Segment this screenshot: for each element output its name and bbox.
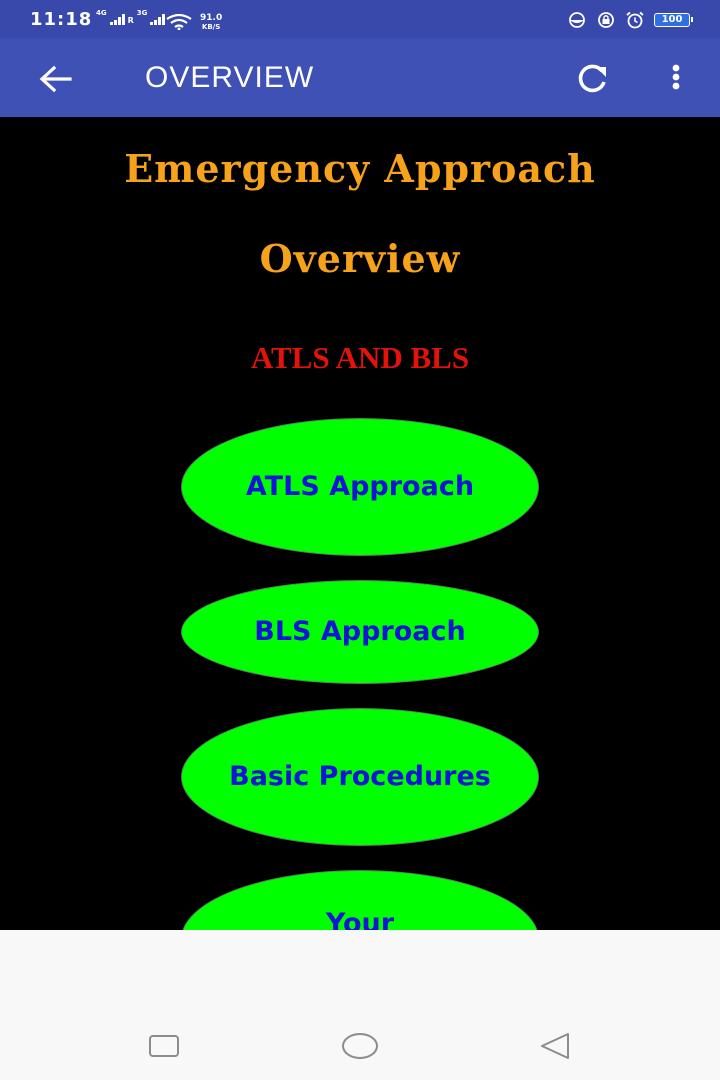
section-heading: ATLS AND BLS [250, 340, 470, 375]
status-bar: 11:18 4G R 3G 91.0 KB/S [0, 0, 720, 38]
square-icon [149, 1035, 179, 1057]
bottom-area [0, 930, 720, 1080]
roaming-label: R [127, 16, 134, 25]
eye-comfort-icon [569, 12, 585, 28]
network-type-label-2: 3G [136, 9, 148, 17]
status-time: 11:18 [30, 9, 93, 30]
signal-icon-2 [150, 14, 166, 25]
your-button[interactable]: Your [181, 870, 539, 930]
page-title: OVERVIEW [145, 61, 315, 94]
status-icons: 100 [567, 11, 693, 29]
wifi-icon [166, 14, 192, 30]
triangle-back-icon [541, 1033, 569, 1059]
recent-apps-button[interactable] [148, 1030, 180, 1066]
speed-unit: KB/S [201, 23, 221, 31]
alarm-icon [626, 11, 644, 29]
main-content[interactable]: Emergency Approach Overview ATLS AND BLS… [0, 117, 720, 930]
system-nav-bar [0, 1010, 720, 1080]
app-bar: OVERVIEW [0, 38, 720, 117]
battery-icon: 100 [654, 13, 693, 27]
heading-sub: Overview [259, 236, 461, 281]
bls-approach-button[interactable]: BLS Approach [181, 580, 539, 684]
refresh-icon [578, 64, 606, 93]
more-vert-icon [672, 64, 680, 90]
speed-value: 91.0 [200, 13, 223, 23]
home-button[interactable] [340, 1030, 380, 1066]
signal-icon [109, 14, 125, 25]
back-button[interactable] [36, 60, 76, 100]
nav-back-button[interactable] [538, 1030, 574, 1066]
basic-procedures-button[interactable]: Basic Procedures [181, 708, 539, 846]
network-type-label: 4G [96, 9, 107, 17]
arrow-left-icon [39, 65, 72, 93]
network-indicators: 4G R 3G [96, 10, 166, 25]
refresh-button[interactable] [571, 58, 613, 100]
circle-icon [342, 1033, 378, 1059]
atls-approach-button[interactable]: ATLS Approach [181, 418, 539, 556]
more-options-button[interactable] [660, 60, 692, 100]
network-speed: 91.0 KB/S [200, 13, 223, 32]
lock-rotation-icon [598, 12, 614, 28]
heading-main: Emergency Approach [124, 146, 596, 191]
